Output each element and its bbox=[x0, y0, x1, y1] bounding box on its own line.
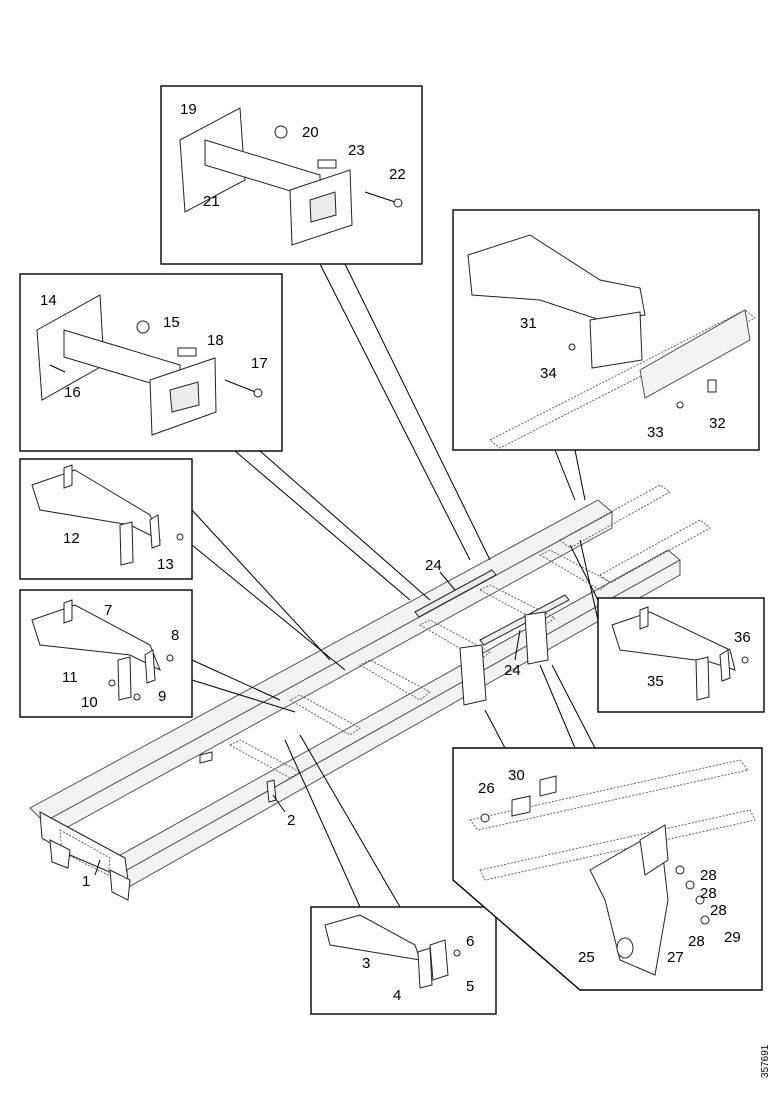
drawing-reference-number: 357691 bbox=[760, 1044, 771, 1078]
label-35: 35 bbox=[647, 673, 664, 690]
front-cross-member bbox=[39, 811, 129, 881]
detail-box-7-11 bbox=[19, 589, 193, 718]
label-20: 20 bbox=[302, 124, 319, 141]
label-12: 12 bbox=[63, 530, 80, 547]
label-3: 3 bbox=[362, 955, 370, 972]
label-2: 2 bbox=[287, 812, 295, 829]
label-31: 31 bbox=[520, 315, 537, 332]
label-24-upper: 24 bbox=[425, 557, 442, 574]
label-6: 6 bbox=[466, 933, 474, 950]
rail-upper bbox=[414, 569, 497, 618]
detail-box-25-30 bbox=[452, 747, 763, 991]
label-15: 15 bbox=[163, 314, 180, 331]
label-9: 9 bbox=[158, 688, 166, 705]
label-34: 34 bbox=[540, 365, 557, 382]
label-28a: 28 bbox=[700, 867, 717, 884]
leader-lines bbox=[94, 263, 599, 908]
label-1: 1 bbox=[82, 873, 90, 890]
detail-box-14-18 bbox=[19, 273, 283, 452]
label-28d: 28 bbox=[688, 933, 705, 950]
label-13: 13 bbox=[157, 556, 174, 573]
label-29: 29 bbox=[724, 929, 741, 946]
label-25: 25 bbox=[578, 949, 595, 966]
label-28b: 28 bbox=[700, 885, 717, 902]
label-18: 18 bbox=[207, 332, 224, 349]
main-chassis-frame bbox=[29, 484, 711, 901]
label-7: 7 bbox=[104, 602, 112, 619]
label-32: 32 bbox=[709, 415, 726, 432]
label-17: 17 bbox=[251, 355, 268, 372]
label-16: 16 bbox=[64, 384, 81, 401]
label-30: 30 bbox=[508, 767, 525, 784]
label-11: 11 bbox=[62, 669, 78, 686]
detail-box-19-23 bbox=[160, 85, 423, 265]
detail-box-31-34 bbox=[452, 209, 760, 451]
detail-box-35-36 bbox=[597, 597, 765, 713]
label-26: 26 bbox=[478, 780, 495, 797]
label-23: 23 bbox=[348, 142, 365, 159]
label-14: 14 bbox=[40, 292, 57, 309]
label-24-lower: 24 bbox=[504, 662, 521, 679]
rail-lower bbox=[479, 594, 570, 646]
item-numbers: 1 2 3 4 5 6 7 8 9 10 11 12 13 14 15 16 1… bbox=[40, 101, 751, 1004]
label-4: 4 bbox=[393, 987, 401, 1004]
label-28c: 28 bbox=[710, 902, 727, 919]
label-5: 5 bbox=[466, 978, 474, 995]
label-21: 21 bbox=[203, 193, 220, 210]
label-8: 8 bbox=[171, 627, 179, 644]
label-19: 19 bbox=[180, 101, 197, 118]
pin-part bbox=[266, 779, 277, 803]
label-22: 22 bbox=[389, 166, 406, 183]
label-33: 33 bbox=[647, 424, 664, 441]
detail-box-12-13 bbox=[19, 458, 193, 580]
label-36: 36 bbox=[734, 629, 751, 646]
detail-box-3-6 bbox=[310, 906, 497, 1015]
label-10: 10 bbox=[81, 694, 98, 711]
label-27: 27 bbox=[667, 949, 684, 966]
